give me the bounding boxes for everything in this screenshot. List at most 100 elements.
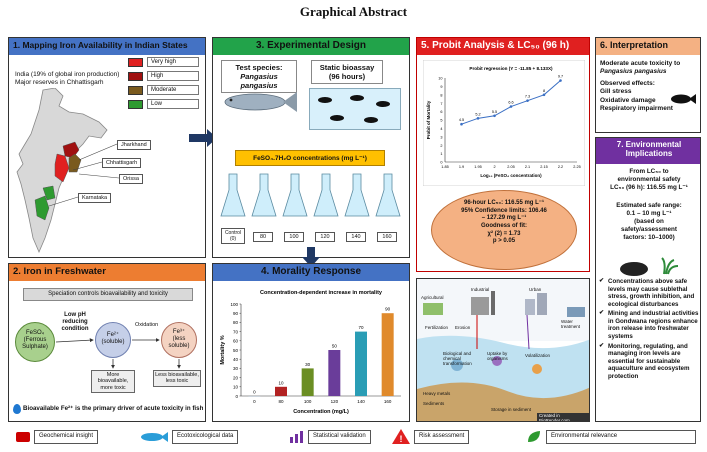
data-label: 70 [358, 325, 364, 330]
data-label: 50 [332, 344, 338, 349]
fish-icon [224, 92, 297, 112]
panel2-footer: Bioavailable Fe²⁺ is the primary driver … [23, 405, 204, 412]
x-tick-label: 100 [304, 399, 312, 404]
x-tick-label: 2.15 [540, 165, 547, 169]
data-label: 7.3 [525, 95, 530, 99]
intro-text: India (19% of global iron production) Ma… [15, 71, 120, 86]
data-point [509, 105, 513, 108]
fish-icon [671, 94, 696, 104]
flow-arrow-icon [189, 129, 217, 147]
y-tick-label: 50 [233, 348, 239, 353]
fish-icon [350, 95, 364, 101]
callout-leaders [48, 143, 120, 207]
panel-iron-mapping: 1. Mapping Iron Availability in Indian S… [8, 37, 206, 258]
down-arrow-icon [302, 247, 320, 267]
implication-item: Monitoring, regulating, and managing iro… [599, 343, 700, 381]
y-tick-label: 9 [440, 85, 442, 89]
y-tick-label: 70 [233, 329, 239, 334]
x-tick-label: 1.9 [459, 165, 464, 169]
rock-and-plant-icon [620, 257, 679, 276]
bar [275, 386, 287, 396]
y-tick-label: 90 [233, 311, 239, 316]
probit-regression-chart: Probit regression (Y = -11.85 + 8.133X) 0… [423, 60, 585, 186]
eco-label-transformation: Biological and chemical transformation [443, 351, 472, 367]
eco-label-volatilization: Volatilization [525, 353, 551, 358]
implication-item: Concentrations above safe levels may cau… [599, 278, 700, 308]
y-tick-label: 80 [233, 320, 239, 325]
data-point [542, 93, 546, 97]
data-point [493, 114, 496, 118]
x-tick-label: 2 [493, 165, 495, 169]
data-label: 9.7 [558, 75, 563, 79]
legend-label: Very high [147, 57, 199, 67]
panel-heading: 4. Morality Response [213, 264, 409, 281]
callout-jharkhand: Jharkhand [117, 140, 151, 150]
callout-chhattisgarh: Chhattisgarh [102, 158, 142, 168]
bar-chart-icon [290, 431, 303, 443]
implication-item: Mining and industrial activities in Gond… [599, 310, 700, 340]
safe-range-text: Estimated safe range: 0.1 – 10 mg L⁻¹ (b… [616, 202, 682, 242]
fe2-node: Fe²⁺ (soluble) [95, 322, 131, 358]
legend-label: High [147, 71, 199, 81]
y-tick-label: 0 [235, 394, 238, 399]
flask-icon [375, 173, 401, 217]
y-tick-label: 8 [440, 93, 442, 97]
eco-label-industrial: Industrial [471, 287, 490, 292]
india-map [16, 88, 108, 254]
footer-item: Statistical validation [308, 430, 371, 444]
data-label: 6.6 [508, 101, 513, 105]
x-tick-label: 1.85 [441, 165, 448, 169]
panel-environmental-implications: 7. Environmental Implications From LC₅₀ … [595, 137, 701, 422]
more-bioavailable-box: More bioavailable, more toxic [91, 370, 135, 393]
panel-heading: 7. Environmental Implications [596, 138, 700, 164]
flask-icon [251, 173, 277, 217]
legend-swatch-low [128, 100, 143, 109]
flask-label: 100 [284, 232, 304, 242]
svg-text:!: ! [400, 434, 403, 444]
drop-icon [13, 404, 21, 414]
panel-heading: 3. Experimental Design [213, 38, 409, 55]
flask-label: Control (0) [221, 228, 245, 244]
eco-label-storage: Storage in sediment [491, 407, 532, 412]
data-label: 90 [385, 307, 391, 312]
x-axis-label: Log₁₀ (FeSO₄ concentration) [480, 173, 542, 178]
chart-title: Probit regression (Y = -11.85 + 8.133X) [469, 66, 553, 71]
interpretation-text: Moderate acute toxicity to Pangasius pan… [600, 60, 681, 112]
eco-label-agricultural: Agricultural [421, 295, 444, 300]
y-axis-label: Mortality % [220, 335, 226, 364]
callout-karnataka: Karnataka [78, 193, 112, 203]
species-box: Test species: Pangasius pangasius [221, 60, 297, 93]
y-tick-label: 60 [233, 339, 239, 344]
eco-label-uptake: Uptake by organisms [487, 351, 508, 362]
data-label: 0 [253, 390, 256, 395]
panel-interpretation: 6. Interpretation Moderate acute toxicit… [595, 37, 701, 133]
bar [381, 313, 394, 396]
y-tick-label: 2 [440, 144, 442, 148]
panel-experimental-design: 3. Experimental Design Test species: Pan… [212, 37, 410, 258]
flask-row [220, 173, 401, 217]
ecosystem-illustration: Agricultural Industrial Urban Fertilizat… [416, 278, 590, 422]
y-axis-label: Probit of Mortality [426, 100, 431, 139]
fish-icon [141, 432, 168, 442]
data-label: 5.2 [475, 112, 480, 116]
data-label: 5.5 [492, 110, 497, 114]
y-tick-label: 0 [440, 161, 442, 165]
lc50-stats-oval: 96-hour LC₅₀: 116.55 mg L⁻¹ 95% Confiden… [431, 190, 577, 270]
leaf-icon [528, 431, 540, 442]
ecosystem-scene [417, 279, 589, 421]
legend-swatch-very-high [128, 58, 143, 67]
footer-item: Risk assessment [414, 430, 470, 444]
bar [328, 350, 341, 396]
y-tick-label: 1 [440, 152, 442, 156]
x-tick-label: 80 [278, 399, 284, 404]
data-label: 8 [543, 89, 545, 93]
y-tick-label: 100 [230, 302, 238, 307]
x-tick-label: 140 [357, 399, 365, 404]
legend-label: Low [147, 99, 199, 109]
legend-swatch-moderate [128, 86, 143, 95]
footer-item: Geochemical insight [34, 430, 99, 444]
data-point [559, 79, 562, 82]
x-tick-label: 160 [384, 399, 392, 404]
fish-icon [318, 97, 332, 103]
data-point [460, 122, 463, 126]
